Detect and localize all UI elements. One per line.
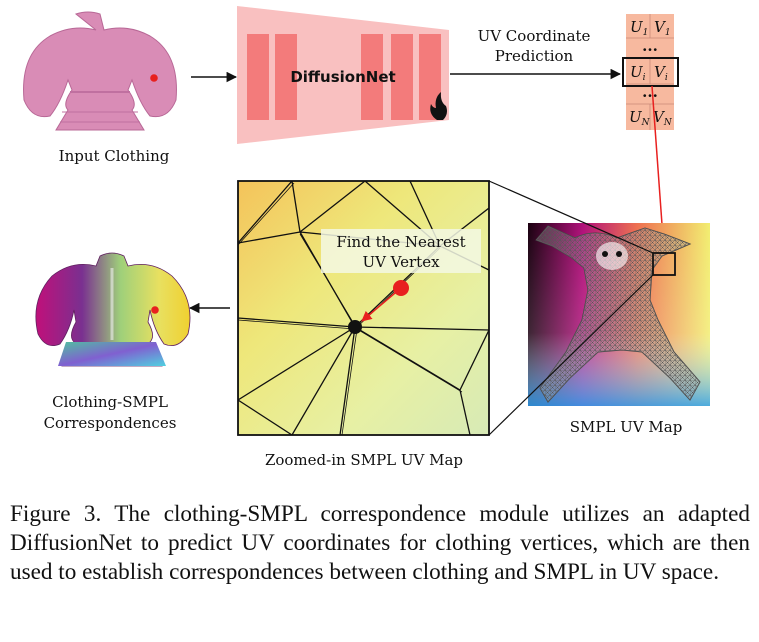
correspondence-vertex-dot	[151, 306, 159, 314]
svg-text:V1: V1	[654, 18, 671, 38]
correspondences-label-line2: Correspondences	[44, 414, 177, 432]
zoom-line-top	[488, 180, 654, 254]
table-u1: U	[630, 18, 644, 36]
table-ui: U	[630, 63, 644, 81]
svg-text:VN: VN	[653, 108, 673, 128]
table-dots-top: ...	[642, 37, 658, 55]
clothing-vertex-dot	[150, 74, 158, 82]
uv-coordinate-table: U1 V1 ... Ui Vi ... UN VN	[622, 14, 679, 130]
diffusionnet-block: DiffusionNet	[237, 6, 449, 144]
correspondences-label-line1: Clothing-SMPL	[52, 393, 168, 411]
table-un: U	[629, 108, 643, 126]
table-vi: V	[654, 63, 667, 81]
nearest-uv-vertex	[348, 320, 362, 334]
zoomed-uv-map: Find the Nearest UV Vertex	[237, 180, 490, 436]
table-vn: V	[653, 108, 666, 126]
uv-prediction-label-line1: UV Coordinate	[478, 27, 591, 45]
find-nearest-label-line2: UV Vertex	[362, 253, 440, 271]
find-nearest-label-line1: Find the Nearest	[336, 233, 465, 251]
input-clothing-figure	[23, 11, 177, 131]
figure-caption: Figure 3. The clothing-SMPL corresponden…	[10, 501, 750, 585]
find-nearest-box	[321, 229, 481, 273]
correspondence-clothing-figure	[35, 252, 191, 367]
input-clothing-label: Input Clothing	[59, 147, 170, 165]
red-arrow-to-nearest	[361, 292, 396, 322]
pipeline-diagram: Input Clothing DiffusionNet UV Coordinat…	[23, 6, 710, 469]
diffusionnet-label: DiffusionNet	[290, 68, 395, 86]
predicted-uv-point	[393, 280, 409, 296]
table-v1: V	[654, 18, 667, 36]
svg-text:UN: UN	[629, 108, 651, 128]
smpl-uv-map	[528, 223, 710, 406]
flame-icon	[430, 92, 447, 120]
zoom-line-bottom	[488, 274, 654, 436]
svg-text:Ui: Ui	[630, 63, 646, 83]
smpl-uv-map-label: SMPL UV Map	[570, 418, 683, 436]
uv-prediction-label-line2: Prediction	[495, 47, 574, 65]
svg-text:U1: U1	[630, 18, 648, 38]
zoom-region-box	[652, 252, 676, 276]
svg-text:Vi: Vi	[654, 63, 668, 83]
zoomed-map-label: Zoomed-in SMPL UV Map	[265, 451, 463, 469]
highlighted-row	[622, 57, 679, 87]
table-dots-bottom: ...	[642, 83, 658, 101]
